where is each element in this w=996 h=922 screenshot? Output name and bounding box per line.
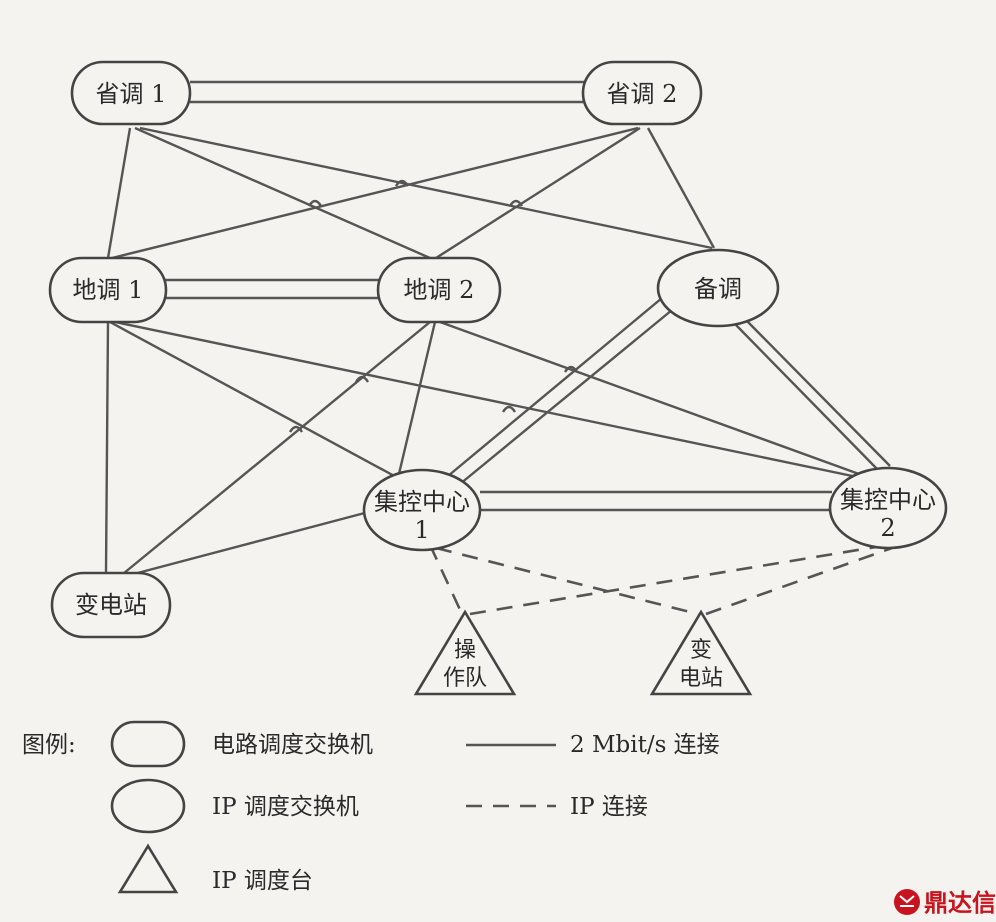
node-label: 地调 1 <box>73 276 144 304</box>
node-label-line1: 操 <box>454 638 476 663</box>
watermark: 鼎达信 <box>894 889 996 917</box>
node-label-line1: 变 <box>690 638 712 663</box>
hop <box>501 405 517 413</box>
node-bdz: 变电站 <box>50 571 172 639</box>
legend-2m-line-label: 2 Mbit/s 连接 <box>570 732 720 758</box>
links-2mbit <box>104 126 871 579</box>
link-dd1-bdz <box>104 321 110 573</box>
legend-ip-line-label: IP 连接 <box>570 794 648 820</box>
link-sd2-dd2 <box>435 126 641 260</box>
node-jk1: 集控中心 1 <box>362 468 482 552</box>
node-label-line2: 1 <box>414 516 429 544</box>
node-czd: 操 作队 <box>413 609 517 696</box>
link-sd2-dd1 <box>111 126 639 260</box>
node-jk2: 集控中心 2 <box>828 466 948 550</box>
ip-switch-shape <box>656 248 780 328</box>
node-label: 地调 2 <box>404 276 475 304</box>
node-label: 省调 1 <box>96 80 167 108</box>
circuit-switch-shape <box>70 60 192 126</box>
node-label-line2: 电站 <box>679 666 723 691</box>
link-dd2-bdz <box>117 321 431 579</box>
node-label-line1: 集控中心 <box>374 488 470 516</box>
node-label-line2: 2 <box>880 514 895 542</box>
ip-jk2-czd <box>469 543 889 616</box>
hop <box>508 199 524 207</box>
node-bdz2: 变 电站 <box>649 609 753 696</box>
ip-console-shape <box>649 609 753 696</box>
link-bdz-jk1 <box>129 508 377 577</box>
node-label-line1: 集控中心 <box>840 486 936 514</box>
link-sd1-dd2 <box>134 126 431 260</box>
hop <box>354 375 370 383</box>
circuit-switch-shape <box>376 256 502 324</box>
ip-jk2-bdz2 <box>705 546 893 616</box>
ip-console-shape <box>413 609 517 696</box>
legend-ip-switch-symbol <box>110 778 186 834</box>
node-bd: 备调 <box>656 248 780 328</box>
hop <box>288 425 304 433</box>
trunk-bd-jk1-b <box>459 309 673 485</box>
node-dd2: 地调 2 <box>376 256 502 324</box>
ip-jk1-czd <box>428 544 464 615</box>
link-dd2-jk1 <box>396 321 437 479</box>
node-sd2: 省调 2 <box>581 60 703 126</box>
legend-ip-console-symbol <box>117 843 179 894</box>
legend-ip-switch-label: IP 调度交换机 <box>212 794 359 820</box>
link-dd2-jk2 <box>439 320 871 480</box>
node-sd1: 省调 1 <box>70 60 192 126</box>
hop <box>394 179 410 187</box>
node-label: 省调 2 <box>607 80 678 108</box>
ip-switch-shape <box>362 468 482 552</box>
circuit-switch-shape <box>50 571 172 639</box>
link-sd1-dd1 <box>106 127 132 259</box>
links-ip <box>428 543 893 616</box>
node-label: 备调 <box>694 275 742 303</box>
trunk-bd-jk2-a <box>735 324 881 473</box>
trunk-bd-jk1-a <box>447 297 663 477</box>
legend-ip-console-label: IP 调度台 <box>212 868 313 894</box>
circuit-switch-shape <box>48 256 168 324</box>
legend: 图例: 电路调度交换机 IP 调度交换机 IP 调度台 2 Mbit/s 连接 … <box>22 720 720 894</box>
link-sd2-bd <box>646 127 716 249</box>
trunk-links <box>165 80 891 512</box>
legend-title: 图例: <box>22 732 76 758</box>
ip-switch-shape <box>828 466 948 550</box>
legend-circuit-switch-label: 电路调度交换机 <box>212 732 373 758</box>
ip-jk1-bdz2 <box>435 546 699 616</box>
hop <box>307 199 323 207</box>
node-label: 变电站 <box>75 591 147 619</box>
watermark-text: 鼎达信 <box>924 889 996 917</box>
node-dd1: 地调 1 <box>48 256 168 324</box>
node-label-line2: 作队 <box>443 666 487 691</box>
trunk-bd-jk2-b <box>745 319 891 467</box>
link-sd1-bd <box>139 126 713 250</box>
link-dd1-jk2 <box>114 320 863 480</box>
link-dd1-jk1 <box>109 320 399 480</box>
circuit-switch-shape <box>581 60 703 126</box>
watermark-logo-mark <box>899 895 915 907</box>
crossover-hops <box>288 179 579 433</box>
legend-circuit-switch-symbol <box>110 720 186 768</box>
